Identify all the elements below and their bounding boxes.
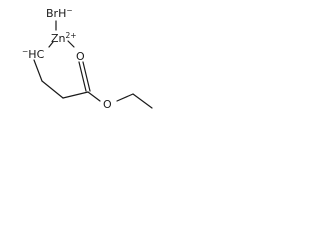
bond-carbanion-zinc <box>48 41 54 48</box>
bond-zinc-oxygen-coordination <box>67 40 75 48</box>
bond-c3-carbonyl-carbon <box>62 91 89 99</box>
bromine-label: BrH− <box>46 6 73 20</box>
bond-ethyl-ch2-ch3 <box>132 93 153 109</box>
bond-carbanion-c2 <box>33 59 43 82</box>
carbonyl-oxygen-label: O <box>76 50 85 63</box>
carbanion-label: −HC <box>22 47 45 61</box>
bond-carbonyl-double-b <box>82 61 91 92</box>
zinc-label: Zn2+ <box>51 31 77 45</box>
bond-c2-c3 <box>41 80 64 99</box>
bond-carbonyl-double-a <box>78 61 87 92</box>
ether-oxygen-label: O <box>103 98 112 111</box>
bond-carbonyl-ether-oxygen <box>87 91 101 102</box>
chemical-structure-diagram: BrH− Zn2+ −HC O O <box>22 6 153 111</box>
bond-ether-oxygen-ch2 <box>116 93 134 102</box>
